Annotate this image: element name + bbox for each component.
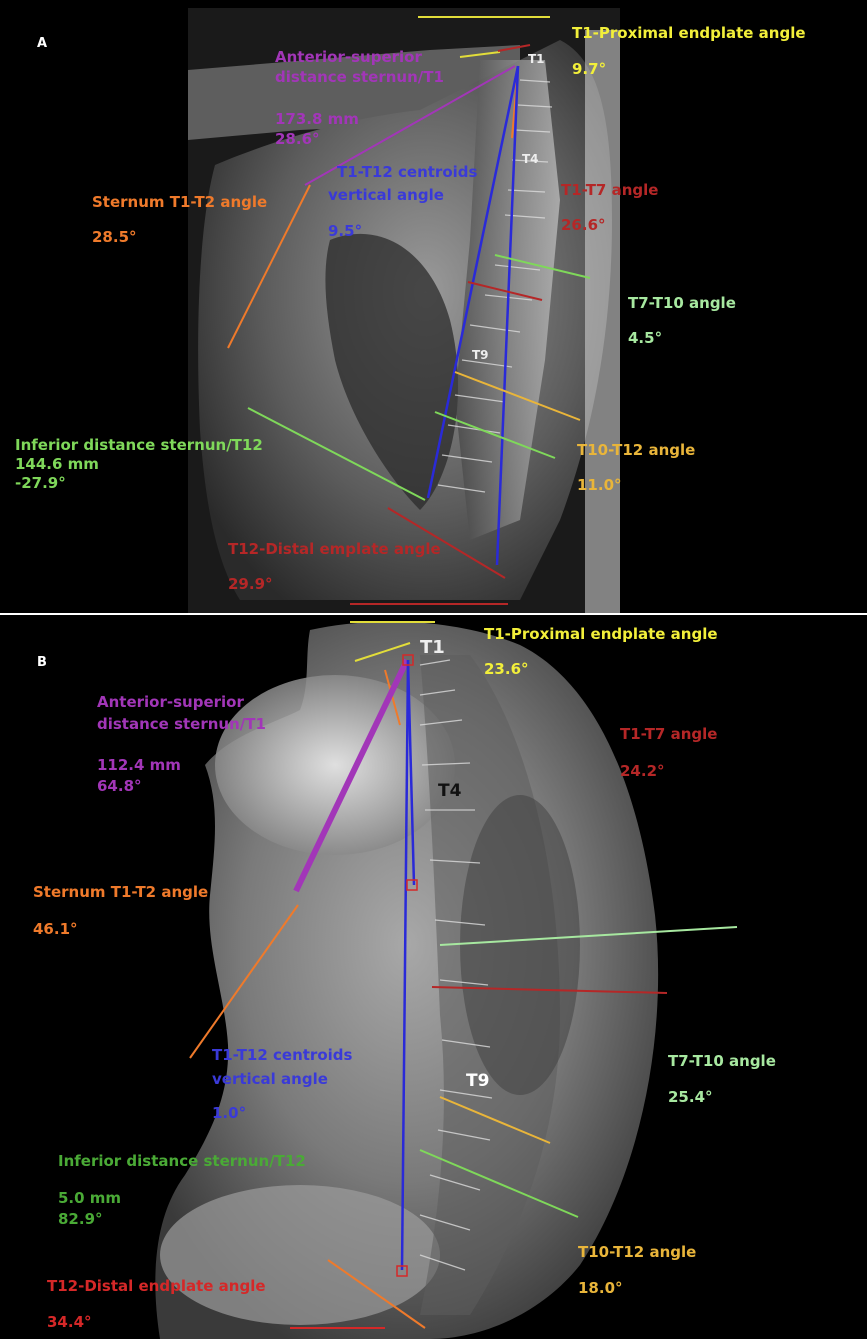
t12-distal-title-b: T12-Distal endplate angle (47, 1277, 266, 1295)
t1-proximal-title-a: T1-Proximal endplate angle (572, 24, 806, 42)
t1t7-title-b: T1-T7 angle (620, 725, 718, 743)
ant-sup-title-1-b: Anterior-superior (97, 693, 244, 711)
sternum-title-b: Sternum T1-T2 angle (33, 883, 209, 901)
ant-sup-title-2-b: distance sternun/T1 (97, 715, 266, 733)
inferior-title-b: Inferior distance sternun/T12 (58, 1152, 306, 1170)
panel-letter-a: A (37, 36, 48, 51)
inferior-distance-line-a (247, 407, 426, 501)
t7t10-line-a (494, 254, 591, 279)
t1-proximal-title-b: T1-Proximal endplate angle (484, 625, 718, 643)
centroids-line-2-a (495, 65, 520, 566)
ant-sup-title-1-a: Anterior-superior (275, 48, 422, 66)
radiograph-panel-b: B T1 T4 T9 T1-Proximal endplate angle 23… (0, 615, 867, 1339)
xray-image-a (188, 8, 620, 613)
sternum-value-b: 46.1° (33, 920, 78, 938)
sternum-line-a (227, 184, 311, 349)
centroid-marker-t1-b (402, 654, 414, 666)
t10t12-green-line-a (434, 411, 556, 459)
vertebra-markers-b (419, 659, 493, 1271)
ant-sup-title-2-a: distance sternun/T1 (275, 68, 444, 86)
t1t7-line-b (431, 986, 668, 994)
ant-sup-distance-line-b (293, 658, 410, 893)
t7t10-title-a: T7-T10 angle (628, 294, 736, 312)
sternum-orange-short-b (384, 669, 401, 726)
centroids-line-2-b (406, 659, 416, 886)
ant-sup-distance-b: 112.4 mm (97, 756, 181, 774)
vertebra-label-t4-b: T4 (438, 781, 462, 801)
inferior-distance-a: 144.6 mm (15, 455, 99, 473)
t1-endplate-yellow-short-b (354, 642, 411, 662)
vertebra-label-t1-a: T1 (528, 52, 545, 66)
vertebra-label-t4-a: T4 (522, 152, 539, 166)
centroids-line-1-a (426, 65, 520, 499)
vertebra-label-t9-b: T9 (466, 1071, 490, 1091)
radiograph-panel-a: A T1 T4 T9 T1-Proximal endplate angle 9.… (0, 0, 867, 615)
t12-distal-value-b: 34.4° (47, 1313, 92, 1331)
ant-sup-angle-b: 64.8° (97, 777, 142, 795)
centroids-title-2-b: vertical angle (212, 1070, 328, 1088)
centroids-value-a: 9.5° (328, 222, 363, 240)
ant-sup-distance-a: 173.8 mm (275, 110, 359, 128)
vertebra-label-t9-a: T9 (472, 348, 489, 362)
t7t10-value-a: 4.5° (628, 329, 663, 347)
ant-sup-angle-a: 28.6° (275, 130, 320, 148)
centroids-line-1-b (400, 659, 410, 1271)
t12-distal-title-a: T12-Distal emplate angle (228, 540, 441, 558)
t1-proximal-value-a: 9.7° (572, 60, 607, 78)
t1t7-line-a (467, 281, 543, 301)
t1-proximal-value-b: 23.6° (484, 660, 529, 678)
t12-distal-line-b (327, 1259, 426, 1329)
t1-endplate-yellow-short-a (459, 51, 501, 58)
sternum-line-b (189, 904, 299, 1059)
t1t7-value-a: 26.6° (561, 216, 606, 234)
t12-distal-value-a: 29.9° (228, 575, 273, 593)
centroids-value-b: 1.0° (212, 1104, 247, 1122)
centroids-title-1-a: T1-T12 centroids (337, 163, 478, 181)
t10t12-value-a: 11.0° (577, 476, 622, 494)
t10t12-line-a (454, 371, 581, 421)
sternum-value-a: 28.5° (92, 228, 137, 246)
panel-letter-b: B (37, 655, 47, 670)
vertebra-label-t1-b: T1 (420, 637, 445, 658)
centroids-title-2-a: vertical angle (328, 186, 444, 204)
t1-endplate-red-short-a (497, 44, 531, 52)
t10t12-title-a: T10-T12 angle (577, 441, 696, 459)
inferior-title-a: Inferior distance sternun/T12 (15, 436, 263, 454)
inferior-angle-a: -27.9° (15, 474, 66, 492)
t10t12-line-b (439, 1096, 551, 1144)
t7t10-line-b (439, 926, 738, 946)
inferior-distance-b: 5.0 mm (58, 1189, 122, 1207)
t10t12-value-b: 18.0° (578, 1279, 623, 1297)
xray-image-b (155, 621, 738, 1339)
t10t12-title-b: T10-T12 angle (578, 1243, 697, 1261)
inferior-angle-b: 82.9° (58, 1210, 103, 1228)
inferior-distance-line-b (419, 1149, 579, 1218)
t1t7-value-b: 24.2° (620, 762, 665, 780)
sternum-title-a: Sternum T1-T2 angle (92, 193, 268, 211)
vertebra-markers-a (437, 79, 553, 493)
t7t10-title-b: T7-T10 angle (668, 1052, 776, 1070)
t1t7-title-a: T1-T7 angle (561, 181, 659, 199)
centroid-marker-t12-b (396, 1265, 408, 1277)
ant-sup-distance-line-a (304, 65, 516, 186)
centroid-marker-mid-b (406, 879, 418, 891)
centroids-title-1-b: T1-T12 centroids (212, 1046, 353, 1064)
t7t10-value-b: 25.4° (668, 1088, 713, 1106)
t12-distal-line-a (387, 507, 506, 579)
